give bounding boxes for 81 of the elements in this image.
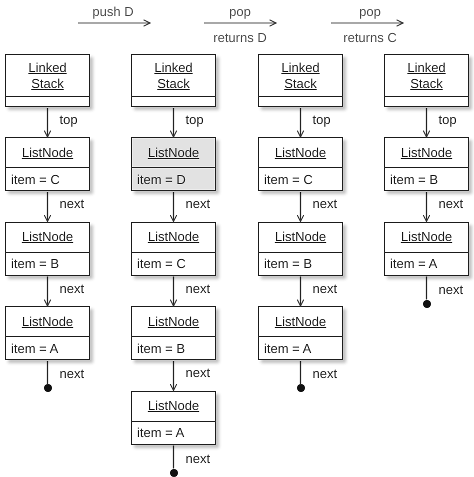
class-name: ListNode xyxy=(274,144,328,160)
null-dot xyxy=(170,468,178,476)
field-value: item = C xyxy=(137,256,186,271)
class-box xyxy=(384,54,469,107)
arrow xyxy=(170,361,178,392)
arrow xyxy=(44,192,52,222)
class-box xyxy=(5,54,90,107)
arrow xyxy=(170,276,178,307)
edge-label: next xyxy=(312,367,338,381)
field-value: item = A xyxy=(390,256,438,271)
class-name: ListNode xyxy=(400,144,454,160)
class-name: Linked Stack xyxy=(280,60,321,92)
arrow xyxy=(296,276,304,307)
edge-label: next xyxy=(312,197,338,212)
class-name: ListNode xyxy=(400,229,454,245)
operation-label: returns D xyxy=(213,31,267,45)
object-box xyxy=(384,137,469,191)
edge-label: top xyxy=(312,113,331,127)
edge-label: next xyxy=(186,366,210,380)
class-name: Linked Stack xyxy=(406,60,447,92)
arrow xyxy=(44,276,52,307)
class-box xyxy=(131,54,216,107)
null-dot xyxy=(44,384,52,392)
class-name: Linked Stack xyxy=(27,60,68,92)
class-name: ListNode xyxy=(20,314,74,330)
edge-label: next xyxy=(60,282,84,296)
arrow xyxy=(170,108,178,138)
object-box xyxy=(131,222,216,276)
field-value: item = B xyxy=(11,256,60,271)
object-box xyxy=(131,137,216,191)
arrow xyxy=(296,108,304,138)
edge-label: top xyxy=(438,113,457,127)
edge-label: top xyxy=(186,113,204,127)
field-value: item = A xyxy=(11,340,58,356)
operation-label: push D xyxy=(92,5,134,19)
edge-label: next xyxy=(186,452,210,466)
object-box xyxy=(258,306,343,360)
edge-label: next xyxy=(186,197,210,212)
edge-label: next xyxy=(438,197,464,212)
null-dot xyxy=(296,384,304,392)
object-box xyxy=(131,390,216,444)
edge-label: next xyxy=(186,282,210,296)
field-value: item = B xyxy=(390,172,438,186)
field-value: item = D xyxy=(137,172,186,186)
class-name: ListNode xyxy=(146,144,200,160)
arrow xyxy=(296,192,304,222)
operation-label: returns C xyxy=(343,31,397,45)
null-dot xyxy=(422,300,430,308)
class-box xyxy=(258,54,343,107)
edge-label: next xyxy=(438,282,464,296)
field-value: item = A xyxy=(137,425,184,440)
class-name: Linked Stack xyxy=(153,60,194,92)
arrow xyxy=(44,108,52,138)
object-box xyxy=(5,306,90,360)
edge-label: top xyxy=(60,113,78,127)
arrow xyxy=(422,192,430,222)
class-name: ListNode xyxy=(274,229,328,245)
field-value: item = C xyxy=(264,172,313,186)
field-value: item = B xyxy=(137,340,186,356)
field-value: item = B xyxy=(264,256,312,271)
operation-label: pop xyxy=(229,5,251,19)
class-name: ListNode xyxy=(20,144,74,160)
field-value: item = C xyxy=(11,172,60,186)
object-box xyxy=(258,222,343,276)
class-name: ListNode xyxy=(274,314,328,330)
edge-label: next xyxy=(60,197,84,212)
object-box xyxy=(131,306,216,360)
operation-label: pop xyxy=(359,5,381,19)
arrow xyxy=(422,108,430,138)
edge-label: next xyxy=(60,367,84,381)
edge-label: next xyxy=(312,282,338,296)
class-name: ListNode xyxy=(20,229,74,245)
object-box xyxy=(258,137,343,191)
object-box xyxy=(5,137,90,191)
class-name: ListNode xyxy=(146,229,200,245)
arrow xyxy=(170,192,178,222)
class-name: ListNode xyxy=(146,398,200,414)
object-box xyxy=(384,222,469,276)
class-name: ListNode xyxy=(146,314,200,330)
field-value: item = A xyxy=(264,340,312,356)
object-box xyxy=(5,222,90,276)
